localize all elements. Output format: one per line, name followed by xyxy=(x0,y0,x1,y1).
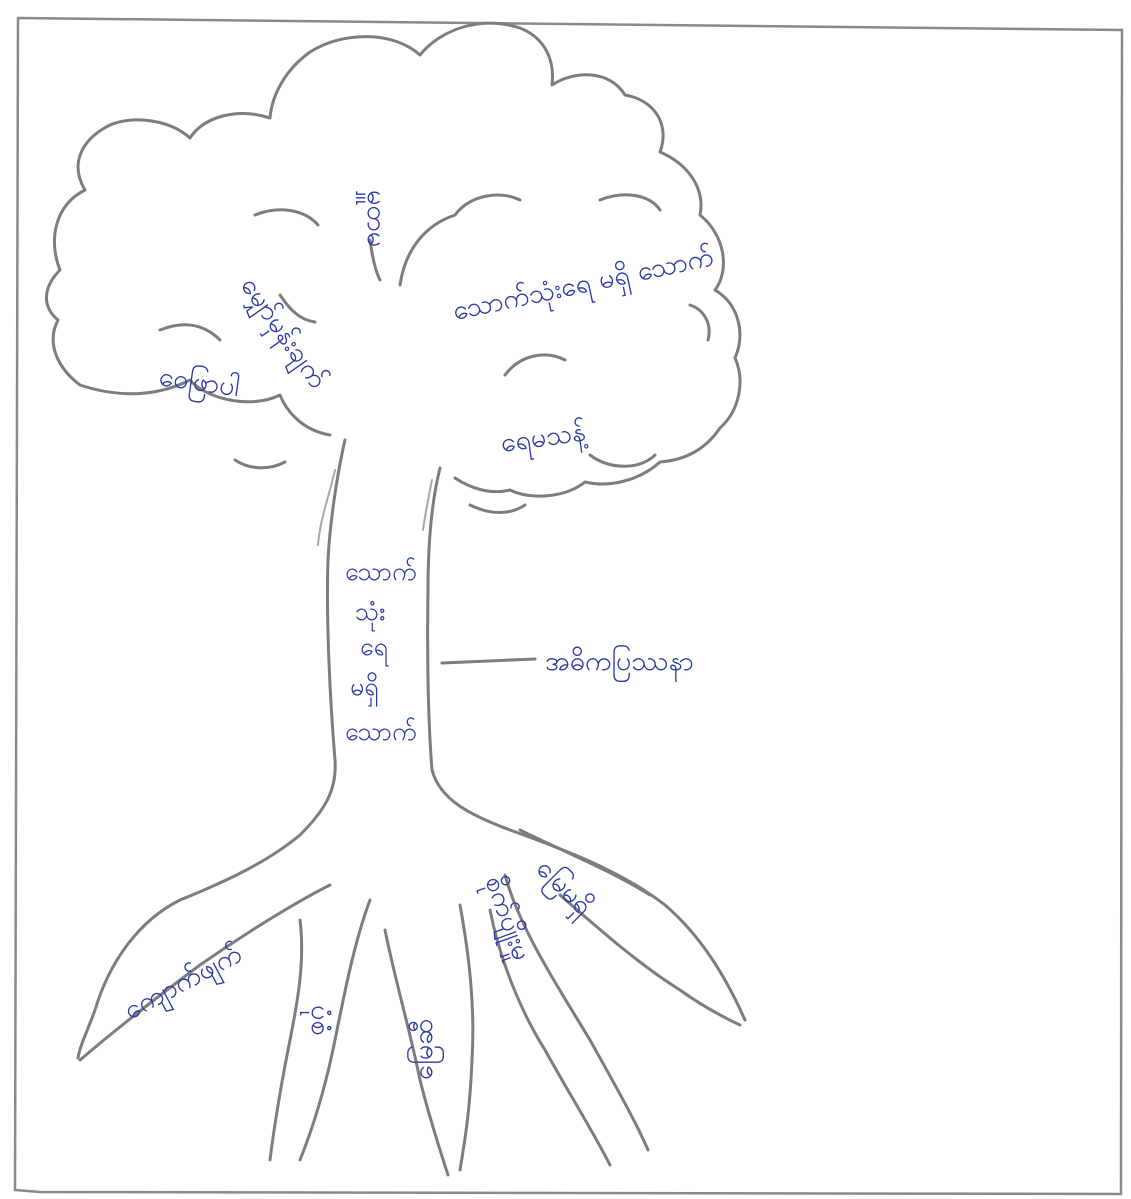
canopy-label-4: ဝေဖြာပါ xyxy=(156,359,242,408)
trunk-label: သောက် သုံး ရေ မရှိ သောက် xyxy=(345,557,417,746)
canopy-label-3: သောက်သုံးရေ မရှိ သောက် xyxy=(450,241,717,331)
root-label-3: မြေဆီ xyxy=(406,1019,444,1080)
canopy-label-1: မှူတမ xyxy=(356,190,392,247)
trunk-label-line-5: သောက် xyxy=(345,717,417,746)
trunk-label-line-1: သောက် xyxy=(345,557,417,586)
tree-roots xyxy=(78,828,742,1177)
canopy-label-5: ရေမသန့် xyxy=(499,416,590,464)
root-label-2: ပုံစံ xyxy=(300,1005,336,1036)
main-problem-pointer xyxy=(440,657,537,665)
canopy-label-2: မျှော်မှန်းချက် xyxy=(230,271,333,397)
trunk-label-line-2: သုံး xyxy=(355,597,386,631)
main-problem-label: အဓိကပြဿနာ xyxy=(545,644,694,682)
trunk-label-line-3: ရေ xyxy=(360,632,390,666)
tree-trunk xyxy=(76,438,747,1060)
root-label-1: ကျောက်ဖျက် xyxy=(119,938,250,1030)
root-label-4: စိုက်ပျိုးမှု xyxy=(474,872,538,966)
trunk-label-line-4: မရှိ xyxy=(350,672,379,707)
page-frame xyxy=(13,16,1124,1196)
tree-canopy xyxy=(44,21,742,514)
